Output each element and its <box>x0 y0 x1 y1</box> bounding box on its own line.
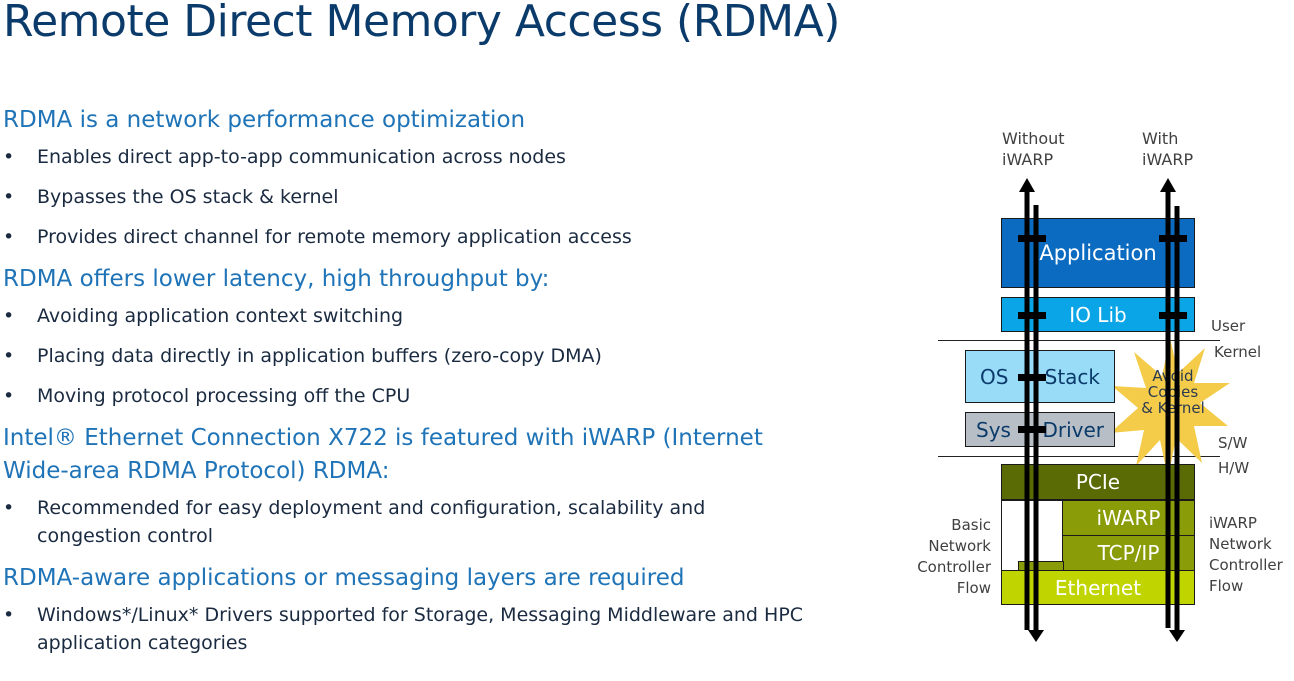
layer-label: Ethernet <box>1054 575 1142 600</box>
iwarp-layer: iWARP <box>1062 500 1195 536</box>
content: RDMA is a network performance optimizati… <box>3 104 833 669</box>
sw-label: S/W <box>1218 434 1248 452</box>
with-iwarp-label: With iWARP <box>1142 128 1193 170</box>
label-line: Flow <box>1209 577 1244 595</box>
list-item: • Enables direct app-to-app communication… <box>3 143 833 171</box>
layer-label: Sys <box>976 417 1011 442</box>
bullet-text: Moving protocol processing off the CPU <box>37 385 411 407</box>
rdma-stack-diagram: Without iWARP With iWARP Application IO … <box>900 120 1294 681</box>
crossbar <box>1018 235 1046 242</box>
basic-flow-label: Basic Network Controller Flow <box>900 515 991 599</box>
bullet-text: Provides direct channel for remote memor… <box>37 226 632 248</box>
label-line: Flow <box>956 579 991 597</box>
page-title: Remote Direct Memory Access (RDMA) <box>3 0 840 47</box>
bullet-text: Placing data directly in application buf… <box>37 345 602 367</box>
bullet-text: Bypasses the OS stack & kernel <box>37 186 339 208</box>
section-heading: RDMA offers lower latency, high throughp… <box>3 266 550 292</box>
starburst-line: & Kernel <box>1141 399 1205 417</box>
label-line: Without <box>1002 129 1065 148</box>
label-line: Network <box>928 537 991 555</box>
list-item: • Placing data directly in application bu… <box>3 342 833 370</box>
flow-arrows <box>1018 178 1187 642</box>
bullet-icon: • <box>3 604 15 626</box>
label-line: iWARP <box>1002 150 1054 169</box>
bullet-icon: • <box>3 186 15 208</box>
ethernet-layer: Ethernet <box>1001 570 1195 605</box>
arrow-up-icon <box>1160 178 1176 192</box>
section-heading: RDMA is a network performance optimizati… <box>3 107 526 133</box>
crossbar <box>1018 426 1046 433</box>
pcie-layer: PCIe <box>1001 464 1195 500</box>
layer-label: Driver <box>1042 417 1104 442</box>
bullet-text: Avoiding application context switching <box>37 305 404 327</box>
list-item: • Avoiding application context switching <box>3 302 833 330</box>
arrow-down-icon <box>1169 630 1185 642</box>
list-item: • Provides direct channel for remote memo… <box>3 223 833 251</box>
bullet-text: Enables direct app-to-app communication … <box>37 146 566 168</box>
basic-flow-step <box>1018 561 1064 571</box>
crossbar <box>1018 312 1046 319</box>
section-heading: Intel® Ethernet Connection X722 is featu… <box>3 425 763 484</box>
user-kernel-divider <box>938 340 1220 341</box>
label-line: Controller <box>917 558 991 576</box>
starburst-text: Avoid Copies & Kernel <box>1126 368 1220 416</box>
bullet-text: Recommended for easy deployment and conf… <box>37 497 706 547</box>
label-line: Controller <box>1209 556 1283 574</box>
bullet-icon: • <box>3 345 15 367</box>
arrow-up-icon <box>1019 178 1035 192</box>
list-item: • Moving protocol processing off the CPU <box>3 382 833 410</box>
label-line: With <box>1142 129 1179 148</box>
bullet-icon: • <box>3 305 15 327</box>
tcpip-layer: TCP/IP <box>1062 535 1195 571</box>
list-item: • Recommended for easy deployment and con… <box>3 494 797 550</box>
bullet-icon: • <box>3 497 15 519</box>
application-layer: Application <box>1001 218 1195 288</box>
bullet-list: • Enables direct app-to-app communication… <box>3 143 833 251</box>
crossbar <box>1159 312 1187 319</box>
section-heading: RDMA-aware applications or messaging lay… <box>3 565 685 591</box>
without-iwarp-label: Without iWARP <box>1002 128 1065 170</box>
label-line: iWARP <box>1209 514 1257 532</box>
crossbar <box>1159 235 1187 242</box>
layer-label: iWARP <box>1096 506 1161 530</box>
layer-label: Stack <box>1044 364 1100 389</box>
layer-label: PCIe <box>1075 470 1121 494</box>
bullet-icon: • <box>3 146 15 168</box>
starburst-line: Copies <box>1147 383 1199 401</box>
bullet-icon: • <box>3 226 15 248</box>
bullet-list: • Windows*/Linux* Drivers supported for S… <box>3 601 833 657</box>
layer-label: TCP/IP <box>1097 541 1160 565</box>
starburst-line: Avoid <box>1152 367 1194 385</box>
label-line: Network <box>1209 535 1272 553</box>
label-line: iWARP <box>1142 150 1194 169</box>
label-line: Basic <box>951 516 991 534</box>
layer-label: IO Lib <box>1069 302 1127 327</box>
bullet-list: •Avoiding application context switching … <box>3 302 833 410</box>
list-item: • Windows*/Linux* Drivers supported for S… <box>3 601 807 657</box>
bullet-list: • Recommended for easy deployment and con… <box>3 494 833 550</box>
sw-hw-divider <box>938 456 1220 457</box>
kernel-label: Kernel <box>1214 343 1262 361</box>
bullet-text: Windows*/Linux* Drivers supported for St… <box>37 604 804 654</box>
hw-label: H/W <box>1218 459 1250 477</box>
bullet-icon: • <box>3 385 15 407</box>
iwarp-flow-label: iWARP Network Controller Flow <box>1209 513 1283 597</box>
list-item: • Bypasses the OS stack & kernel <box>3 183 833 211</box>
arrow-down-icon <box>1028 630 1044 642</box>
user-label: User <box>1211 317 1246 335</box>
io-lib-layer: IO Lib <box>1001 297 1195 332</box>
crossbar <box>1018 374 1046 381</box>
layer-label: OS <box>980 364 1009 389</box>
layer-label: Application <box>1039 241 1157 265</box>
